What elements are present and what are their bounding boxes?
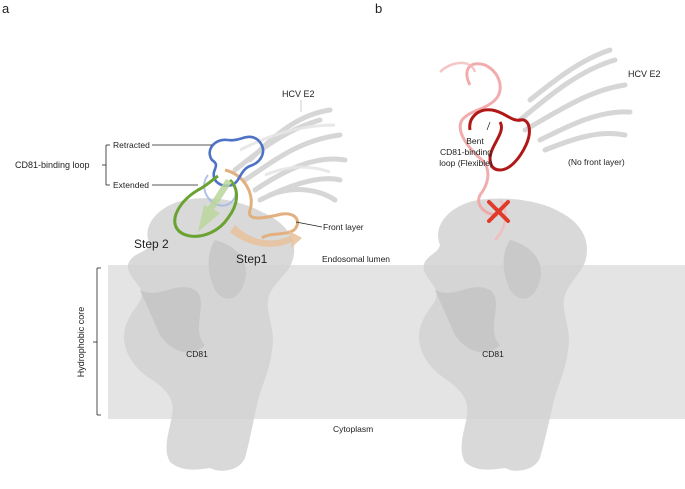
step2-label: Step 2 [134, 237, 169, 251]
cd81-shading-a2 [208, 240, 246, 299]
no-front-layer-label: (No front layer) [568, 157, 625, 167]
front-layer-ribbon [224, 168, 299, 240]
cd81-protein-b [419, 198, 588, 471]
hcv-e2-ribbons-a-light [239, 123, 336, 177]
cd81-label-b: CD81 [482, 349, 504, 359]
loop-bracket [102, 144, 212, 186]
bent-pointer [486, 121, 491, 131]
cd81-shading-b2 [503, 240, 541, 299]
panel-a: a HCV E2 CD81-binding loop Retracted Ext… [2, 1, 390, 471]
panel-b: b HCV E2 Bent CD81-binding loop (Flexibl… [375, 1, 661, 471]
cd81-shading-a [140, 287, 205, 353]
bent-loop-label-line1: Bent [466, 136, 484, 146]
endosomal-lumen-label: Endosomal lumen [322, 254, 390, 264]
membrane-bracket [93, 267, 101, 416]
front-layer-label: Front layer [323, 222, 364, 232]
hydrophobic-core-label: Hydrophobic core [76, 307, 86, 378]
bent-loop-label-line2: CD81-binding [440, 147, 492, 157]
hcv-e2-label-b: HCV E2 [628, 69, 661, 79]
cross-icon [487, 200, 510, 223]
bent-loop-ribbon [468, 108, 531, 172]
extended-loop-ribbon [173, 174, 238, 238]
hcv-e2-ribbons-a [232, 107, 348, 203]
step1-label: Step1 [236, 252, 268, 266]
front-layer-pointer [295, 221, 323, 228]
retracted-label: Retracted [113, 140, 150, 150]
cd81-protein-a [124, 198, 295, 471]
hcv-e2-label-a: HCV E2 [282, 89, 315, 99]
retracted-loop-ribbon [208, 135, 265, 188]
cd81-label-a: CD81 [186, 349, 208, 359]
cd81-binding-loop-label: CD81-binding loop [15, 160, 90, 170]
hcv-e2-ribbons-b [517, 47, 633, 153]
bent-loop-faint [458, 62, 502, 217]
step1-arrow [230, 225, 302, 248]
panel-b-letter: b [375, 1, 382, 16]
extended-label: Extended [113, 180, 149, 190]
step2-arrow [198, 179, 232, 232]
cd81-shading-b [435, 287, 500, 353]
bent-loop-label-line3: loop (Flexible) [439, 158, 493, 168]
cytoplasm-label: Cytoplasm [333, 424, 373, 434]
panel-a-letter: a [2, 1, 10, 16]
